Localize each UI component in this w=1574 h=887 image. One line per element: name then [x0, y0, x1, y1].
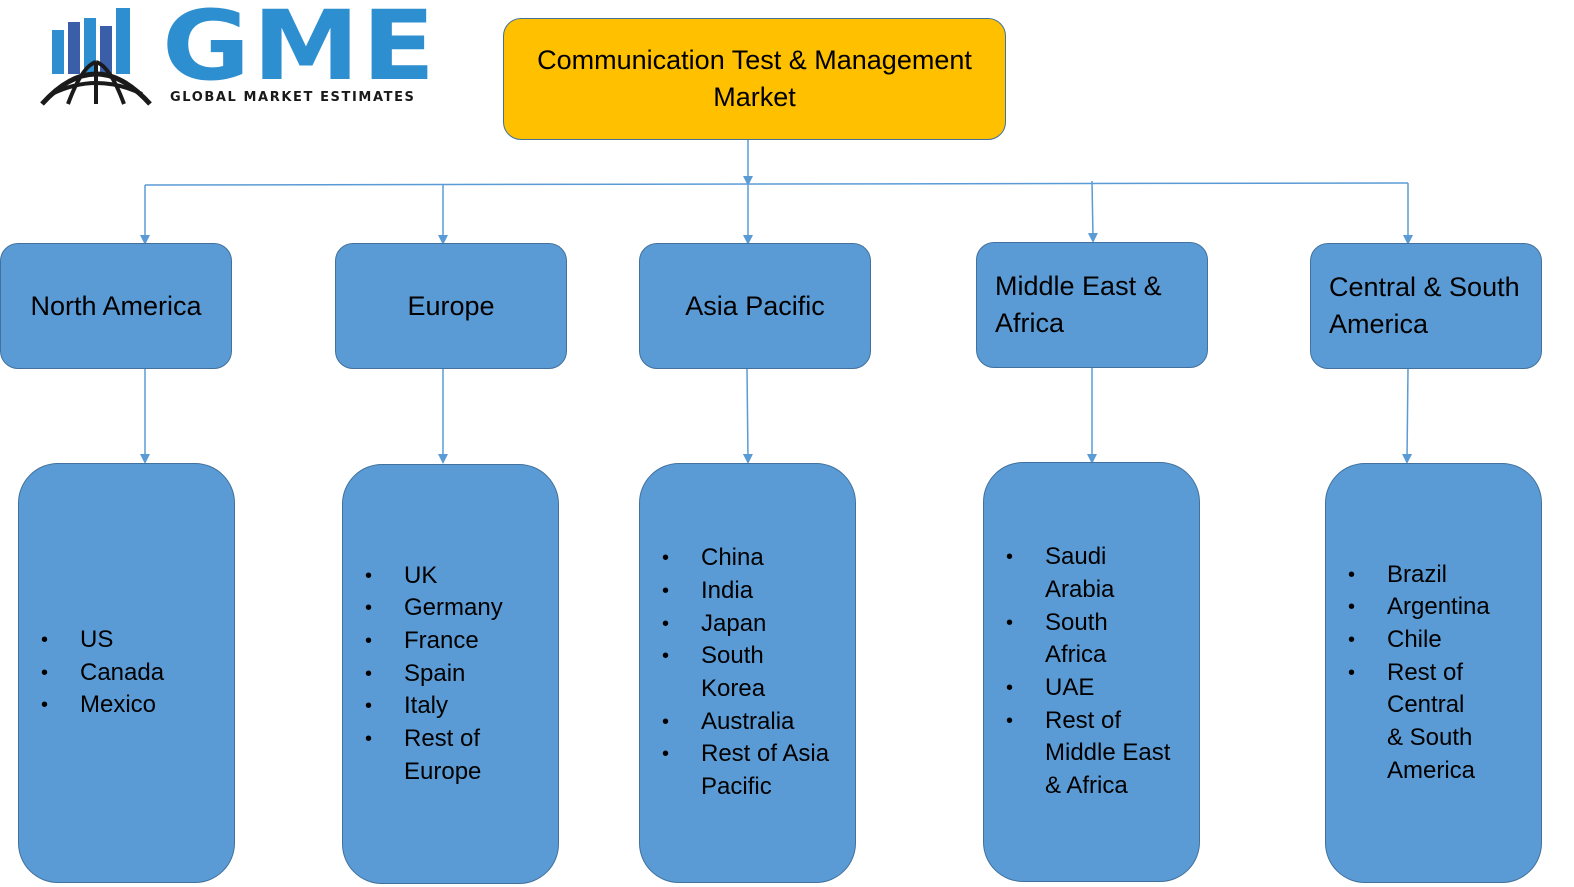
connector-horizontal — [144, 182, 1409, 186]
list-item: Brazil — [1326, 559, 1527, 592]
list-item: France — [343, 625, 544, 658]
region-asia-pacific: Asia Pacific — [639, 243, 871, 369]
list-item: China — [640, 542, 841, 575]
gme-logo: GME GLOBAL MARKET ESTIMATES — [38, 0, 458, 108]
countries-asia-pacific: China India Japan South Korea Australia … — [639, 463, 856, 883]
list-item: Chile — [1326, 624, 1527, 657]
logo-tagline: GLOBAL MARKET ESTIMATES — [170, 90, 416, 105]
region-north-america: North America — [0, 243, 232, 369]
countries-north-america: US Canada Mexico — [18, 463, 235, 883]
list-item: Canada — [19, 657, 220, 690]
list-item: Germany — [343, 592, 544, 625]
list-item: Japan — [640, 608, 841, 641]
list-item: Australia — [640, 706, 841, 739]
list-item: Rest of Middle East & Africa — [984, 705, 1185, 803]
country-list: UK Germany France Spain Italy Rest of Eu… — [343, 560, 544, 789]
region-middle-east-africa: Middle East & Africa — [976, 242, 1208, 368]
list-item: Italy — [343, 690, 544, 723]
list-item: UK — [343, 560, 544, 593]
list-item: UAE — [984, 672, 1185, 705]
list-item: Argentina — [1326, 591, 1527, 624]
connector-ap-countries — [742, 368, 753, 464]
connector-mea-down — [1087, 180, 1098, 243]
country-list: US Canada Mexico — [19, 624, 220, 722]
region-central-south-america: Central & South America — [1310, 243, 1542, 369]
logo-letters: GME — [162, 0, 438, 102]
list-item: Rest of Central & South America — [1326, 657, 1527, 788]
connector-csa-countries — [1402, 368, 1413, 464]
list-item: Mexico — [19, 689, 220, 722]
list-item: Spain — [343, 658, 544, 691]
countries-central-south-america: Brazil Argentina Chile Rest of Central &… — [1325, 463, 1542, 883]
country-list: Saudi Arabia South Africa UAE Rest of Mi… — [984, 541, 1185, 803]
list-item: Saudi Arabia — [984, 541, 1185, 606]
country-list: Brazil Argentina Chile Rest of Central &… — [1326, 559, 1527, 788]
list-item: South Africa — [984, 607, 1185, 672]
list-item: India — [640, 575, 841, 608]
country-list: China India Japan South Korea Australia … — [640, 542, 841, 804]
root-node: Communication Test & Management Market — [503, 18, 1006, 140]
list-item: US — [19, 624, 220, 657]
countries-europe: UK Germany France Spain Italy Rest of Eu… — [342, 464, 559, 884]
list-item: Rest of Europe — [343, 723, 544, 788]
countries-middle-east-africa: Saudi Arabia South Africa UAE Rest of Mi… — [983, 462, 1200, 882]
globe-bars-icon — [40, 8, 152, 106]
list-item: Rest of Asia Pacific — [640, 738, 841, 803]
region-europe: Europe — [335, 243, 567, 369]
list-item: South Korea — [640, 640, 841, 705]
